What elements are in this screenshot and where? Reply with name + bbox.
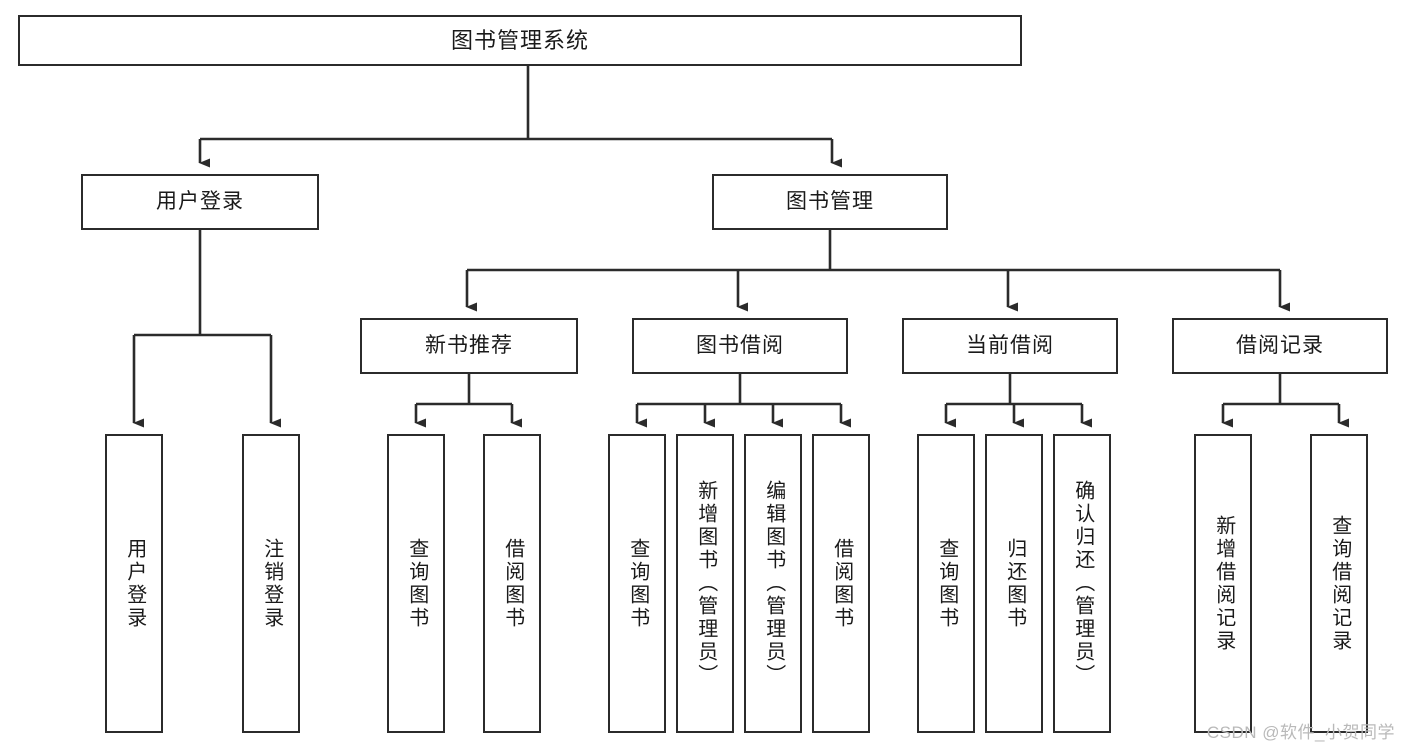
leaf-logout[interactable]: 注销登录 [242, 434, 300, 733]
node-label: 查询借阅记录 [1328, 514, 1351, 653]
node-root-system[interactable]: 图书管理系统 [18, 15, 1022, 66]
node-label: 当前借阅 [966, 333, 1054, 357]
node-label: 注销登录 [260, 537, 283, 630]
node-label: 借阅图书 [830, 537, 853, 630]
leaf-add-borrow-record[interactable]: 新增借阅记录 [1194, 434, 1252, 733]
node-new-book-recommend[interactable]: 新书推荐 [360, 318, 578, 374]
leaf-add-book-admin[interactable]: 新增图书（管理员） [676, 434, 734, 733]
leaf-confirm-return-admin[interactable]: 确认归还（管理员） [1053, 434, 1111, 733]
node-book-borrow[interactable]: 图书借阅 [632, 318, 848, 374]
node-label: 新书推荐 [425, 333, 513, 357]
node-label: 归还图书 [1003, 537, 1026, 630]
leaf-return-book[interactable]: 归还图书 [985, 434, 1043, 733]
node-label: 新增图书（管理员） [694, 480, 717, 687]
node-book-manage[interactable]: 图书管理 [712, 174, 948, 230]
node-label: 查询图书 [405, 537, 428, 630]
csdn-watermark: CSDN @软件_小贺同学 [1206, 723, 1395, 742]
node-label: 编辑图书（管理员） [762, 480, 785, 687]
leaf-query-book-borrow[interactable]: 查询图书 [608, 434, 666, 733]
node-label: 用户登录 [156, 189, 244, 213]
node-label: 用户登录 [123, 537, 146, 630]
leaf-query-book-current[interactable]: 查询图书 [917, 434, 975, 733]
node-label: 图书借阅 [696, 333, 784, 357]
node-label: 借阅记录 [1236, 333, 1324, 357]
node-label: 图书管理 [786, 189, 874, 213]
node-label: 确认归还（管理员） [1071, 480, 1094, 687]
node-borrow-record[interactable]: 借阅记录 [1172, 318, 1388, 374]
node-label: 查询图书 [935, 537, 958, 630]
leaf-user-login[interactable]: 用户登录 [105, 434, 163, 733]
node-user-login[interactable]: 用户登录 [81, 174, 319, 230]
node-label: 图书管理系统 [450, 27, 589, 53]
node-label: 新增借阅记录 [1212, 514, 1235, 653]
leaf-query-book-recommend[interactable]: 查询图书 [387, 434, 445, 733]
leaf-query-borrow-record[interactable]: 查询借阅记录 [1310, 434, 1368, 733]
leaf-edit-book-admin[interactable]: 编辑图书（管理员） [744, 434, 802, 733]
node-label: 查询图书 [626, 537, 649, 630]
node-current-borrow[interactable]: 当前借阅 [902, 318, 1118, 374]
node-label: 借阅图书 [501, 537, 524, 630]
leaf-borrow-book-recommend[interactable]: 借阅图书 [483, 434, 541, 733]
leaf-borrow-book[interactable]: 借阅图书 [812, 434, 870, 733]
